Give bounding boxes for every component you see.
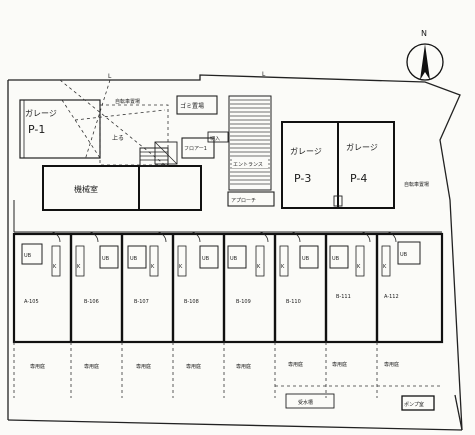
pump-room-label: ポンプ室 [404,401,424,408]
entrance-label: エントランス [233,162,263,168]
garage-p1-name: ガレージ [25,108,57,118]
unit-b107-bath: UB [130,256,138,262]
approach: アプローチ [227,191,275,207]
unit-a105: UB K A-105 [21,231,61,305]
garage-p3-name: ガレージ [290,146,322,156]
unit-b110: UB K B-110 [279,231,319,305]
garden-4-label: 専用庭 [186,363,201,370]
machine-room-label: 機械室 [74,184,98,194]
garage-p4-code: P-4 [350,172,367,185]
unit-b111-bath: UB [332,256,340,262]
north-arrow-icon [420,44,430,80]
unit-b111: UB K B-111 [329,231,371,300]
compass: N [406,29,444,81]
garage-p3-code: P-3 [294,172,311,185]
unit-b106-kitchen: K [77,264,81,270]
units: UB K A-105 UB K B-106 UB K B-107 UB [12,231,444,344]
entrance-rooms: フロアー1 切入 [154,131,229,165]
site-boundary [7,74,463,431]
water-tank: 受水槽 [285,393,335,409]
unit-b106-label: B-106 [84,299,99,305]
unit-b110-label: B-110 [286,299,301,305]
unit-b109-bath: UB [230,256,238,262]
garage-p3: ガレージ P-3 [281,121,339,209]
unit-b108: UB K B-108 [177,231,219,305]
corner-mark-2: L [262,71,266,78]
unit-b111-label: B-111 [336,294,351,300]
floor-label: フロアー1 [184,146,207,152]
building-top-line [13,200,442,233]
entrance-area [228,95,272,191]
unit-b107: UB K B-107 [127,231,167,305]
garden-3-label: 専用庭 [136,363,151,370]
unit-a105-bath: UB [24,253,32,259]
entrance-hatching [230,99,270,185]
unit-b111-kitchen: K [357,264,361,270]
stair-up-label: 上る [112,134,124,142]
garden-5-label: 専用庭 [236,363,251,370]
unit-b107-kitchen: K [151,264,155,270]
pillar [333,195,343,207]
unit-b106: UB K B-106 [75,231,119,305]
unit-b109-label: B-109 [236,299,251,305]
bicycle-area-top-label: 自転車置場 [115,98,140,105]
unit-b110-kitchen: K [281,264,285,270]
garage-p4: ガレージ P-4 [337,121,395,209]
unit-a105-label: A-105 [24,299,39,305]
bicycle-area-right-label: 自転車置場 [404,181,429,188]
entrance-detail-label: 切入 [210,135,220,142]
garbage-area-label: ゴミ置場 [180,102,204,110]
unit-b107-label: B-107 [134,299,149,305]
garden-7-label: 専用庭 [332,361,347,368]
garden-1-label: 専用庭 [30,363,45,370]
unit-a112-label: A-112 [384,294,399,300]
unit-b106-bath: UB [102,256,110,262]
unit-b109-kitchen: K [257,264,261,270]
compass-north-label: N [421,29,427,38]
garage-p4-name: ガレージ [346,142,378,152]
unit-b108-kitchen: K [179,264,183,270]
unit-a112: UB K A-112 [381,231,421,300]
garden-6-label: 専用庭 [288,361,303,368]
unit-b108-label: B-108 [184,299,199,305]
unit-a105-kitchen: K [53,264,57,270]
garden-8-label: 専用庭 [384,361,399,368]
corner-mark-1: L [108,73,112,80]
machine-room: 機械室 [42,147,202,211]
garbage-area: ゴミ置場 [176,95,218,115]
garage-p1-code: P-1 [28,123,45,136]
unit-a112-bath: UB [400,252,408,258]
garden-2-label: 専用庭 [84,363,99,370]
water-tank-label: 受水槽 [298,399,313,406]
unit-a112-kitchen: K [383,264,387,270]
unit-b108-bath: UB [202,256,210,262]
unit-b110-bath: UB [302,256,310,262]
approach-label: アプローチ [231,198,256,204]
entrance-label-bg [232,158,268,168]
unit-b109: UB K B-109 [227,231,269,305]
gardens: 専用庭 専用庭 専用庭 専用庭 専用庭 専用庭 専用庭 専用庭 [13,342,442,398]
garage-p1: ガレージ P-1 [19,99,101,159]
pump-room: ポンプ室 [401,395,435,411]
